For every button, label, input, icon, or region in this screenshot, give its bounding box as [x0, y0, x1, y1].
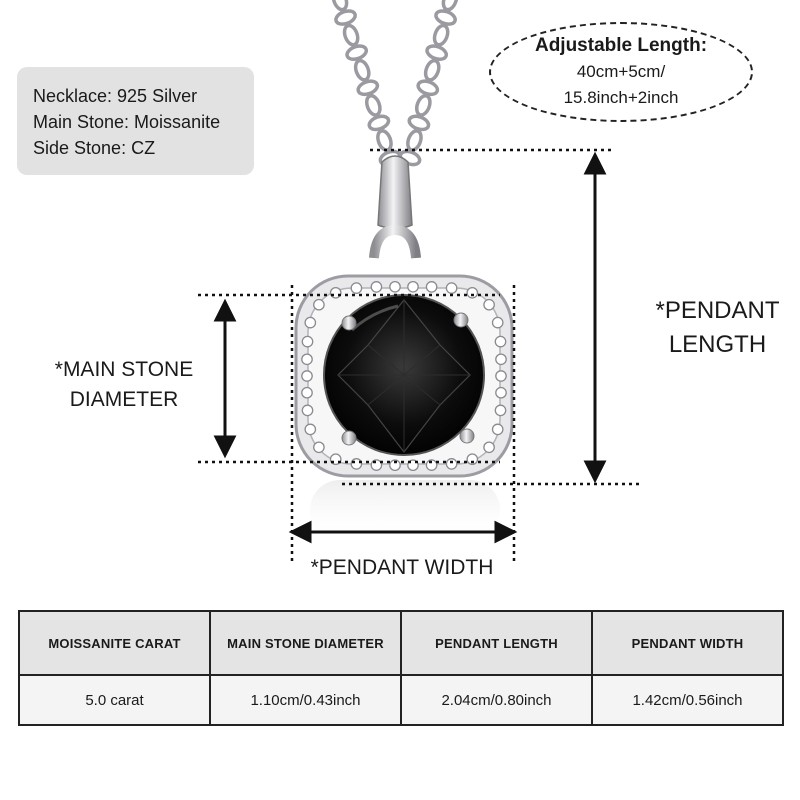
spec-necklace: Necklace: 925 Silver	[33, 86, 198, 106]
halo-stone	[466, 453, 479, 466]
value-pendant-length: 2.04cm/0.80inch	[400, 674, 593, 726]
chain-link	[406, 129, 423, 152]
pendant-reflection	[310, 480, 500, 540]
halo-stone	[301, 335, 314, 348]
dimension-arrows	[213, 151, 607, 544]
value-pendant-width: 1.42cm/0.56inch	[591, 674, 784, 726]
halo-stone	[494, 335, 507, 348]
chain-link	[432, 23, 450, 47]
specification-table: MOISSANITE CARAT MAIN STONE DIAMETER PEN…	[18, 610, 784, 726]
chain-link	[376, 129, 393, 152]
halo-stone	[491, 316, 504, 329]
spec-side-stone: Side Stone: CZ	[33, 138, 156, 158]
chain-link	[331, 0, 349, 12]
chain-link	[434, 9, 457, 26]
chain-link	[353, 58, 371, 82]
halo-stone	[495, 353, 507, 366]
halo-stone	[350, 282, 363, 294]
table-header-row: MOISSANITE CARAT MAIN STONE DIAMETER PEN…	[18, 610, 784, 676]
necklace-chain	[331, 0, 459, 167]
pendant-length-label-line1: *PENDANT	[655, 297, 780, 324]
pendant-length-label: *PENDANT LENGTH	[615, 294, 800, 362]
chain-link	[345, 44, 369, 62]
chain-link	[356, 79, 380, 97]
halo-stone	[495, 370, 507, 382]
halo-stone	[445, 282, 458, 294]
table-row: 5.0 carat 1.10cm/0.43inch 2.04cm/0.80inc…	[18, 674, 784, 726]
header-pendant-length: PENDANT LENGTH	[400, 610, 593, 676]
pendant-bail	[369, 155, 421, 259]
halo-stone	[304, 316, 317, 329]
halo-stone	[370, 281, 383, 293]
header-pendant-width: PENDANT WIDTH	[591, 610, 784, 676]
adjustable-length-title: Adjustable Length:	[534, 35, 708, 56]
halo-stone	[445, 458, 458, 470]
value-moissanite-carat: 5.0 carat	[18, 674, 211, 726]
adjustable-length-inch: 15.8inch+2inch	[563, 88, 679, 107]
value-main-stone-diameter: 1.10cm/0.43inch	[209, 674, 402, 726]
halo-stone	[304, 423, 317, 436]
halo-stone	[389, 459, 401, 472]
pendant-width-label: *PENDANT WIDTH	[310, 556, 494, 579]
halo-stone	[301, 404, 314, 417]
adjustable-length-cm: 40cm+5cm/	[576, 62, 666, 81]
chain-link	[364, 93, 382, 117]
spec-main-stone: Main Stone: Moissanite	[33, 112, 221, 132]
material-spec-box: Necklace: 925 Silver Main Stone: Moissan…	[17, 67, 254, 175]
header-moissanite-carat: MOISSANITE CARAT	[18, 610, 211, 676]
halo-stone	[329, 286, 342, 299]
chain-link	[342, 23, 360, 47]
halo-stone	[466, 286, 479, 299]
adjustable-length-bubble: Adjustable Length: 40cm+5cm/ 15.8inch+2i…	[489, 22, 753, 122]
chain-link	[407, 114, 431, 132]
chain-link	[425, 44, 449, 62]
halo-stone	[313, 441, 325, 454]
chain-link	[441, 0, 459, 12]
halo-stone	[407, 280, 419, 293]
main-stone-diameter-label: *MAIN STONE DIAMETER	[44, 355, 204, 415]
chain-link	[423, 58, 441, 82]
halo-stone	[495, 386, 507, 399]
halo-stone	[301, 370, 313, 382]
main-stone	[323, 294, 485, 456]
halo-stone	[389, 280, 401, 293]
chain-link	[334, 9, 357, 26]
dimension-guides	[198, 148, 640, 565]
chain-link	[367, 114, 391, 132]
main-stone-label-line1: *MAIN STONE	[54, 358, 194, 381]
halo-stone	[491, 423, 504, 436]
halo-stone	[301, 386, 313, 399]
pendant-length-label-line2: LENGTH	[668, 331, 767, 358]
halo-stone	[483, 298, 495, 311]
halo-stone	[301, 353, 313, 366]
halo-stone	[483, 441, 495, 454]
header-main-stone-diameter: MAIN STONE DIAMETER	[209, 610, 402, 676]
chain-link	[414, 93, 432, 117]
halo-stone	[350, 458, 363, 470]
halo-stone	[313, 298, 325, 311]
chain-link	[416, 79, 440, 97]
halo-stone	[425, 281, 438, 293]
pendant-illustration	[198, 0, 640, 565]
main-stone-label-line2: DIAMETER	[69, 388, 179, 411]
halo-stone	[494, 404, 507, 417]
